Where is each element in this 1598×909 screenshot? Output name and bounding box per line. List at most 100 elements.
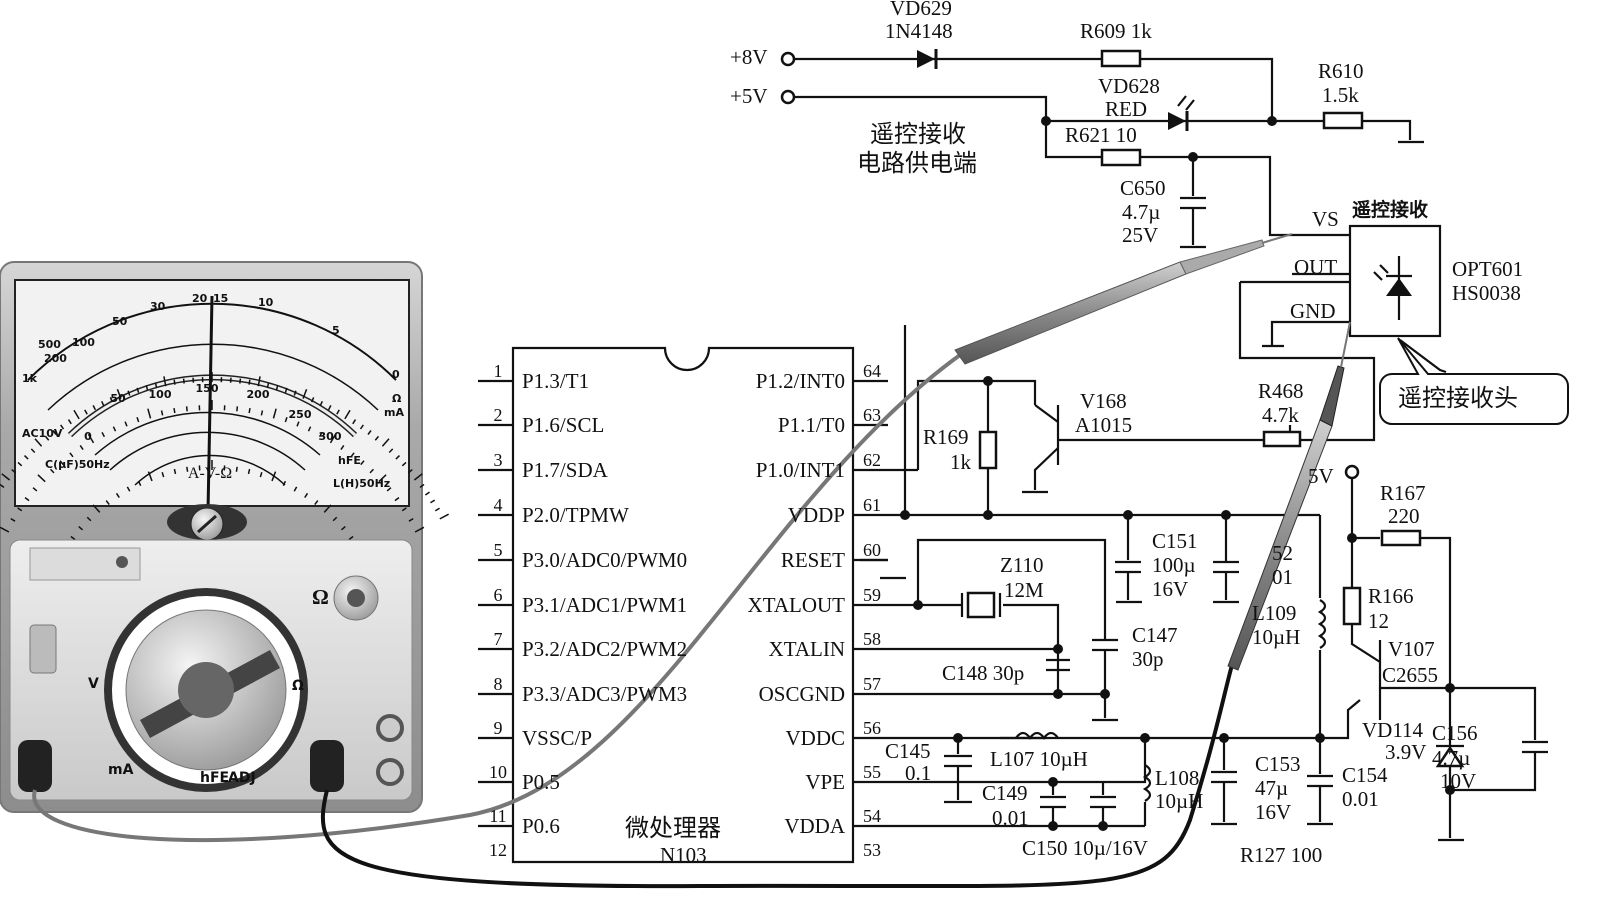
scale-tick xyxy=(59,460,64,466)
component-label: +5V xyxy=(730,84,768,108)
scale-tick xyxy=(394,496,400,502)
scale-tick xyxy=(78,526,84,531)
scale-tick xyxy=(32,487,38,492)
scale-tick xyxy=(434,507,440,512)
pin-label: VDDP xyxy=(788,503,845,527)
pin-label: P1.3/T1 xyxy=(522,369,589,393)
pin-number: 7 xyxy=(494,629,503,649)
scale-tick xyxy=(67,419,72,425)
scale-tick xyxy=(79,444,84,450)
scale-label: 50 xyxy=(110,392,126,405)
chip-name: 微处理器 xyxy=(625,814,721,842)
pin-number: 3 xyxy=(494,450,503,470)
scale-tick xyxy=(235,466,238,472)
scale-tick xyxy=(126,486,131,492)
scale-label: 0 xyxy=(84,430,92,443)
scale-tick xyxy=(314,500,319,506)
pin-label: P1.7/SDA xyxy=(522,458,609,482)
scale-tick xyxy=(145,385,149,391)
component-label: 5V xyxy=(1308,464,1334,488)
pin-label: P1.6/SCL xyxy=(522,413,604,437)
scale-tick xyxy=(173,407,176,414)
scale-label: 500 xyxy=(38,338,61,351)
pin-label: P1.0/INT1 xyxy=(756,458,845,482)
component-label: R609 1k xyxy=(1080,19,1152,43)
scale-tick xyxy=(284,417,288,423)
pin-number: 8 xyxy=(494,674,503,694)
pin-number: 6 xyxy=(494,585,503,605)
scale-tick xyxy=(101,431,106,438)
pin-label: VDDA xyxy=(784,814,845,838)
scale-label: 300 xyxy=(319,430,342,443)
component-label: 10V xyxy=(1440,769,1476,793)
range-label: mA xyxy=(108,762,134,778)
scale-label: 15 xyxy=(213,292,228,305)
com-jack[interactable] xyxy=(18,740,52,792)
scale-tick xyxy=(0,526,10,533)
component-label: R127 100 xyxy=(1240,843,1322,867)
pin-number: 63 xyxy=(863,405,881,425)
scale-tick xyxy=(275,385,279,391)
component-label: C2655 xyxy=(1382,663,1438,687)
v-ohm-jack[interactable] xyxy=(310,740,344,792)
component-label: VS xyxy=(1312,207,1339,231)
pin-number: 57 xyxy=(863,674,881,694)
scale-tick xyxy=(359,424,364,430)
scale-tick xyxy=(424,491,430,496)
component-label: 10µH xyxy=(1155,789,1203,813)
scale-tick xyxy=(248,407,251,414)
component-label: V107 xyxy=(1388,637,1435,661)
scale-tick xyxy=(1,473,11,481)
scale-tick xyxy=(10,517,16,522)
scale-tick xyxy=(401,507,407,512)
scale-label: 30 xyxy=(150,300,166,313)
pin-label: P1.2/INT0 xyxy=(756,369,845,393)
scale-label: 5 xyxy=(332,324,340,337)
component-label: 4.7k xyxy=(1262,403,1299,427)
component-label: R621 10 xyxy=(1065,123,1137,147)
pin-label: P3.0/ADC0/PWM0 xyxy=(522,548,687,572)
scale-tick xyxy=(367,430,372,435)
scale-label: 1k xyxy=(22,372,38,385)
scale-tick xyxy=(24,496,30,502)
scale-tick xyxy=(87,433,95,444)
component-label: R610 xyxy=(1318,59,1364,83)
scale-tick xyxy=(348,535,354,541)
scale-tick xyxy=(239,378,242,384)
scale-label: 0 xyxy=(392,368,400,381)
scale-tick xyxy=(49,468,55,474)
scale-tick xyxy=(124,421,128,427)
pin-label: P0.5 xyxy=(522,770,560,794)
scale-tick xyxy=(332,516,338,522)
scale-tick xyxy=(272,408,277,419)
scale-tick xyxy=(257,376,261,387)
component-label: +8V xyxy=(730,45,768,69)
scale-tick xyxy=(116,388,122,399)
scale-tick xyxy=(92,504,101,513)
pin-number: 1 xyxy=(494,361,503,381)
component-label: L109 xyxy=(1252,601,1296,625)
scale-tick xyxy=(271,471,277,482)
scale-tick xyxy=(401,461,407,467)
range-label: ADJ xyxy=(228,770,256,786)
red-probe[interactable] xyxy=(954,233,1293,365)
component-label: C154 xyxy=(1342,763,1388,787)
wiring xyxy=(478,49,1569,864)
scale-tick xyxy=(302,388,308,399)
scale-label: 100 xyxy=(72,336,95,349)
pin-number: 61 xyxy=(863,495,881,515)
component-label: 52 xyxy=(1272,541,1293,565)
pin-label: VPE xyxy=(805,770,845,794)
component-label: C650 xyxy=(1120,176,1166,200)
scale-tick xyxy=(323,504,332,513)
scale-tick xyxy=(109,397,113,403)
black-probe[interactable] xyxy=(1227,321,1351,671)
pin-label: P3.3/ADC3/PWM3 xyxy=(522,682,687,706)
meter-needle xyxy=(206,295,214,513)
component-label: 12 xyxy=(1368,609,1389,633)
component-label: VD114 xyxy=(1362,718,1424,742)
supply-note: 电路供电端 xyxy=(857,149,977,177)
pin-label: P3.1/ADC1/PWM1 xyxy=(522,593,687,617)
scale-tick xyxy=(318,431,323,438)
